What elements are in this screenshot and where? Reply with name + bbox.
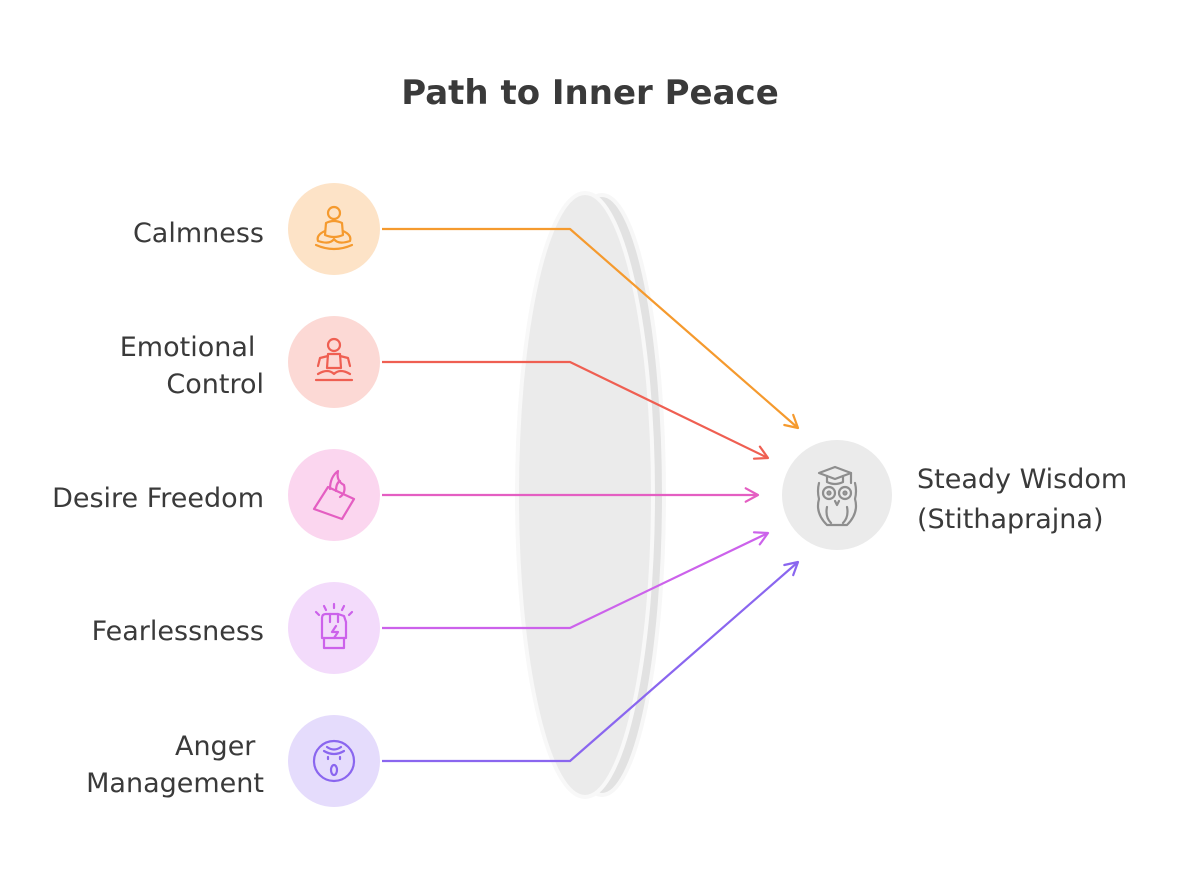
- emotional-control-icon-circle: [288, 316, 380, 408]
- connector-emotional-control: [382, 360, 769, 459]
- emotional-control-label-line-2: Control: [166, 369, 264, 400]
- burning-paper-icon: [312, 469, 356, 521]
- emotional-control-label-line-1: Emotional: [120, 332, 256, 363]
- input-node-desire-freedom: Desire Freedom: [52, 449, 380, 541]
- arrowhead-emotional-control: [752, 445, 770, 460]
- arrowhead-calmness: [783, 413, 800, 430]
- output-node-steady-wisdom: Steady Wisdom (Stithaprajna): [782, 440, 1136, 550]
- input-node-calmness: Calmness: [133, 183, 380, 275]
- meditation-icon: [314, 205, 354, 251]
- raised-fist-icon: [314, 602, 354, 650]
- connector-layer: [382, 227, 800, 763]
- fearlessness-label: Fearlessness: [92, 616, 264, 647]
- desire-freedom-icon-circle: [288, 449, 380, 541]
- steady-wisdom-label-line-1: Steady Wisdom: [917, 464, 1127, 495]
- input-node-anger-management: Anger Management: [86, 715, 380, 807]
- steady-wisdom-label: Steady Wisdom (Stithaprajna): [917, 464, 1136, 535]
- desire-freedom-label: Desire Freedom: [52, 483, 264, 514]
- arrowhead-fearlessness: [752, 531, 770, 546]
- anger-management-label-line-1: Anger: [175, 731, 256, 762]
- desire-freedom-label-line: Desire Freedom: [52, 483, 264, 514]
- connector-fearlessness: [382, 532, 769, 630]
- connector-anger-management: [382, 561, 799, 763]
- connector-calmness: [382, 227, 799, 429]
- fearlessness-label-line: Fearlessness: [92, 616, 264, 647]
- steady-wisdom-icon-circle: [782, 440, 892, 550]
- owl-graduate-icon: [816, 465, 858, 527]
- input-node-emotional-control: Emotional Control: [120, 316, 380, 408]
- yoga-pose-icon: [314, 337, 354, 382]
- calmness-label-line: Calmness: [133, 218, 264, 249]
- emotional-control-label: Emotional Control: [120, 332, 264, 400]
- calmness-label: Calmness: [133, 218, 264, 249]
- anger-management-icon-circle: [288, 715, 380, 807]
- steady-wisdom-label-line-2: (Stithaprajna): [917, 504, 1103, 535]
- anger-management-label-line-2: Management: [86, 768, 264, 799]
- arrowhead-anger-management: [783, 560, 800, 577]
- calmness-icon-circle: [288, 183, 380, 275]
- angry-face-icon: [312, 739, 356, 783]
- anger-management-label: Anger Management: [86, 731, 264, 799]
- input-node-fearlessness: Fearlessness: [92, 582, 380, 674]
- arrowhead-desire-freedom: [744, 487, 760, 503]
- page-title: Path to Inner Peace: [401, 73, 779, 113]
